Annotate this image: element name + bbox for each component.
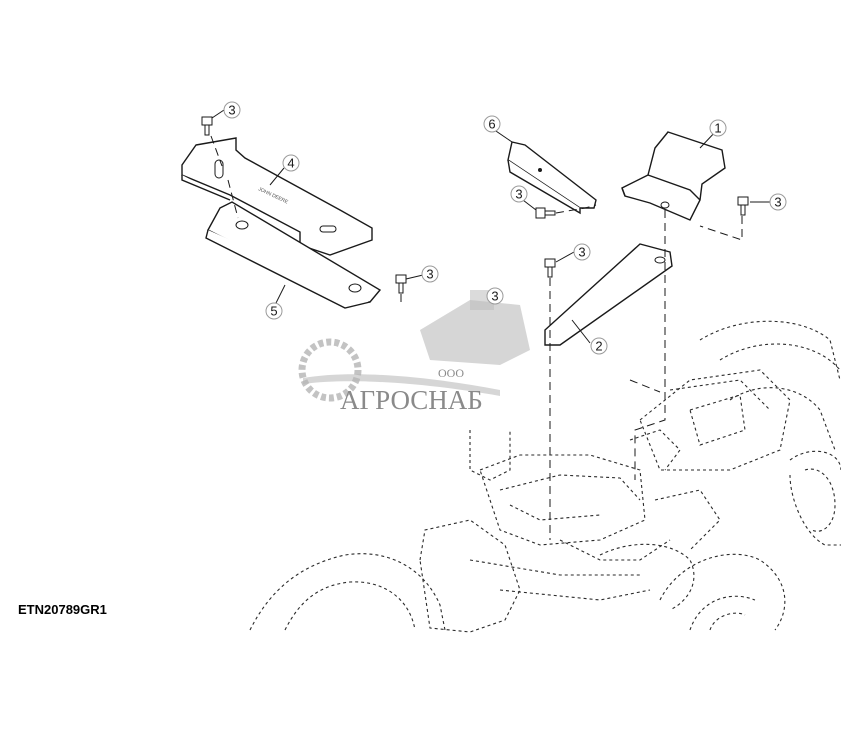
- tractor-outline: [249, 320, 841, 633]
- callout-2: 2: [590, 337, 608, 355]
- callout-3: 3: [769, 193, 787, 211]
- callout-label: 1: [714, 121, 721, 136]
- callout-label: 4: [287, 156, 294, 171]
- callout-label: 3: [515, 187, 522, 202]
- bolt-2: [395, 274, 407, 294]
- part-4-plate: JOHN DEERE: [181, 137, 373, 256]
- callout-5: 5: [265, 302, 283, 320]
- bolt-1: [201, 116, 213, 136]
- bolt-4: [737, 196, 749, 216]
- part-2-plate: [544, 243, 673, 346]
- callout-label: 3: [426, 267, 433, 282]
- callout-6: 6: [483, 115, 501, 133]
- callout-label: 3: [578, 245, 585, 260]
- watermark-company-name: АГРОСНАБ: [340, 385, 483, 415]
- callout-3: 3: [223, 101, 241, 119]
- watermark-logo: ООО АГРОСНАБ: [298, 290, 530, 415]
- bolt-5: [544, 258, 556, 278]
- part-5-bracket: [205, 201, 382, 309]
- callout-label: 6: [488, 117, 495, 132]
- part-1-formed-bracket: [621, 131, 726, 221]
- callout-3: 3: [421, 265, 439, 283]
- bolt-3: [535, 207, 556, 219]
- callout-label: 3: [491, 289, 498, 304]
- callout-3: 3: [486, 287, 504, 305]
- part-6-angle-bracket: [507, 141, 597, 215]
- callout-label: 3: [774, 195, 781, 210]
- figure-code: ETN20789GR1: [18, 602, 107, 617]
- callout-3: 3: [510, 185, 528, 203]
- callout-1: 1: [709, 119, 727, 137]
- watermark-prefix: ООО: [438, 366, 464, 380]
- callout-label: 5: [270, 304, 277, 319]
- callout-label: 2: [595, 339, 602, 354]
- callout-4: 4: [282, 154, 300, 172]
- callout-label: 3: [228, 103, 235, 118]
- assembly-lines: [210, 135, 743, 540]
- callout-3: 3: [573, 243, 591, 261]
